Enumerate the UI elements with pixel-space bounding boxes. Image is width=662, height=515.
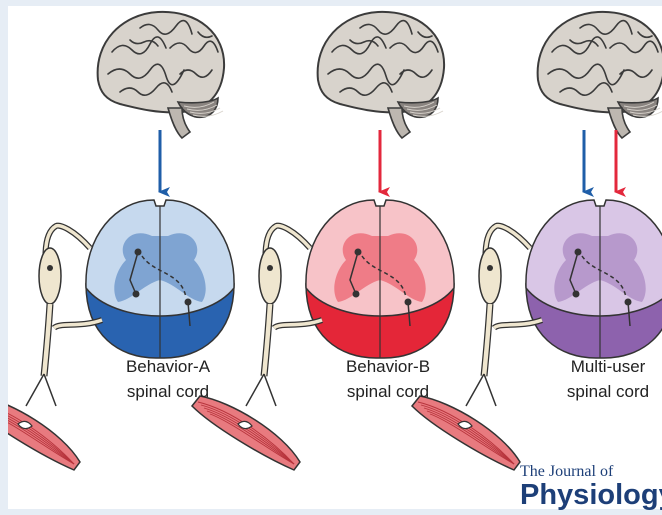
spinal-cord-section — [526, 200, 662, 358]
brain-illustration — [538, 12, 662, 138]
logo-line1: The Journal of — [520, 464, 662, 480]
label-b-line1: Behavior-B — [318, 354, 458, 379]
logo-line2: Physiology — [520, 480, 662, 510]
panel-label-a: Behavior-A spinal cord — [98, 354, 238, 404]
panel-label-c: Multi-user spinal cord — [538, 354, 662, 404]
brain-illustration — [318, 12, 444, 138]
spinal-cord-section — [306, 200, 454, 358]
label-a-line1: Behavior-A — [98, 354, 238, 379]
label-b-line2: spinal cord — [318, 379, 458, 404]
spinal-cord-section — [86, 200, 234, 358]
figure-canvas — [8, 6, 662, 515]
descending-arrow — [584, 130, 616, 192]
label-a-line2: spinal cord — [98, 379, 238, 404]
label-c-line2: spinal cord — [538, 379, 662, 404]
brain-illustration — [98, 12, 224, 138]
journal-logo: The Journal of Physiology — [520, 464, 662, 510]
panel-label-b: Behavior-B spinal cord — [318, 354, 458, 404]
label-c-line1: Multi-user — [538, 354, 662, 379]
